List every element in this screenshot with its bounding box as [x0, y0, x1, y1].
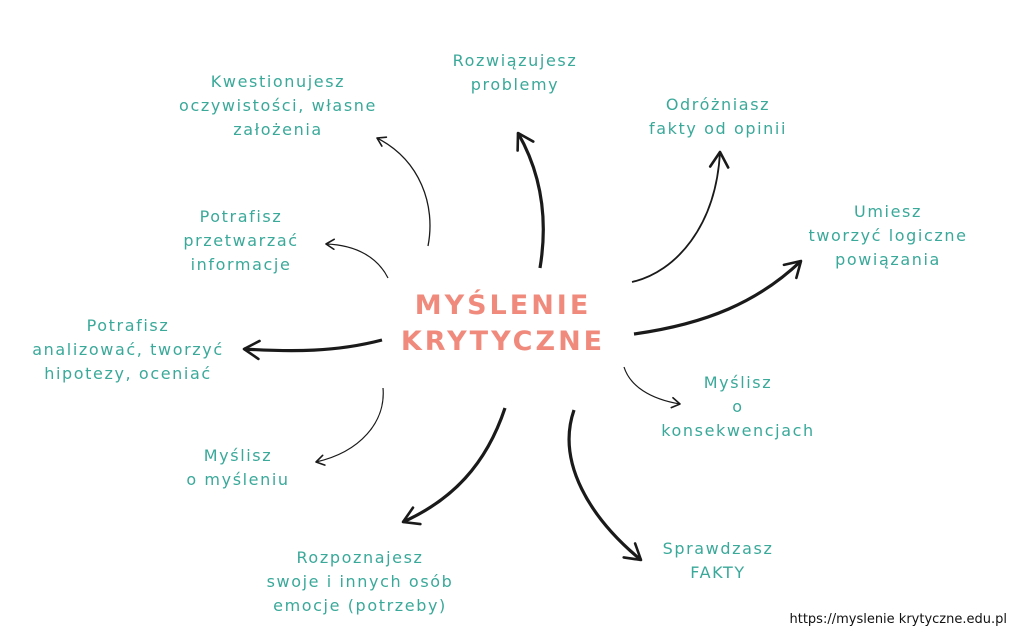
node-line: o myśleniu	[186, 470, 290, 489]
node-line: analizować, tworzyć	[32, 340, 224, 359]
node-line: Myślisz	[203, 446, 273, 465]
arrow-rozwiazujesz	[516, 131, 545, 269]
arrow-przetwarzac	[325, 238, 389, 279]
node-umiesz: Umiesz tworzyć logiczne powiązania	[808, 200, 967, 272]
node-rozwiazujesz: Rozwiązujesz problemy	[453, 49, 578, 97]
node-emocje: Rozpoznajesz swoje i innych osób emocje …	[267, 546, 454, 618]
node-line: Potrafisz	[199, 207, 283, 226]
arrow-konsekwencje	[623, 366, 681, 409]
arrow-umiesz	[633, 259, 803, 336]
node-fakty: Sprawdzasz FAKTY	[663, 537, 774, 585]
node-line: konsekwencjach	[661, 421, 815, 440]
center-title-line: KRYTYCZNE	[400, 326, 606, 357]
node-mysleniu: Myślisz o myśleniu	[186, 444, 289, 492]
node-line: Kwestionujesz	[210, 72, 346, 91]
node-line: problemy	[470, 75, 560, 94]
arrow-mysleniu	[315, 387, 384, 466]
node-kwestionujesz: Kwestionujesz oczywistości, własne założ…	[179, 70, 377, 142]
center-title: MYŚLENIE KRYTYCZNE	[401, 288, 605, 360]
arrow-kwestionujesz	[376, 136, 431, 247]
node-line: swoje i innych osób	[266, 572, 454, 591]
node-line: informacje	[190, 255, 292, 274]
node-analizowac: Potrafisz analizować, tworzyć hipotezy, …	[32, 314, 223, 386]
node-line: Rozpoznajesz	[296, 548, 424, 567]
node-line: Potrafisz	[86, 316, 170, 335]
node-line: oczywistości, własne	[179, 96, 377, 115]
arrow-emocje	[401, 407, 507, 526]
node-line: Sprawdzasz	[662, 539, 774, 558]
arrow-analizowac	[242, 338, 383, 361]
node-przetwarzac: Potrafisz przetwarzać informacje	[183, 205, 298, 277]
arrow-odrozniasz	[631, 150, 730, 283]
node-line: emocje (potrzeby)	[273, 596, 447, 615]
node-konsekwencje: Myślisz o konsekwencjach	[661, 371, 815, 443]
node-line: powiązania	[835, 250, 941, 269]
arrow-fakty	[567, 409, 643, 562]
node-line: FAKTY	[690, 563, 746, 582]
node-line: założenia	[233, 120, 323, 139]
node-line: fakty od opinii	[649, 119, 787, 138]
node-line: hipotezy, oceniać	[44, 364, 212, 383]
node-line: tworzyć logiczne	[808, 226, 968, 245]
node-line: Rozwiązujesz	[452, 51, 578, 70]
node-line: Myślisz	[703, 373, 773, 392]
center-title-line: MYŚLENIE	[414, 290, 592, 321]
node-line: o	[732, 397, 744, 416]
source-url: https://myslenie krytyczne.edu.pl	[789, 612, 1007, 627]
node-line: Umiesz	[854, 202, 922, 221]
node-line: przetwarzać	[183, 231, 299, 250]
node-line: Odróżniasz	[665, 95, 771, 114]
node-odrozniasz: Odróżniasz fakty od opinii	[649, 93, 787, 141]
